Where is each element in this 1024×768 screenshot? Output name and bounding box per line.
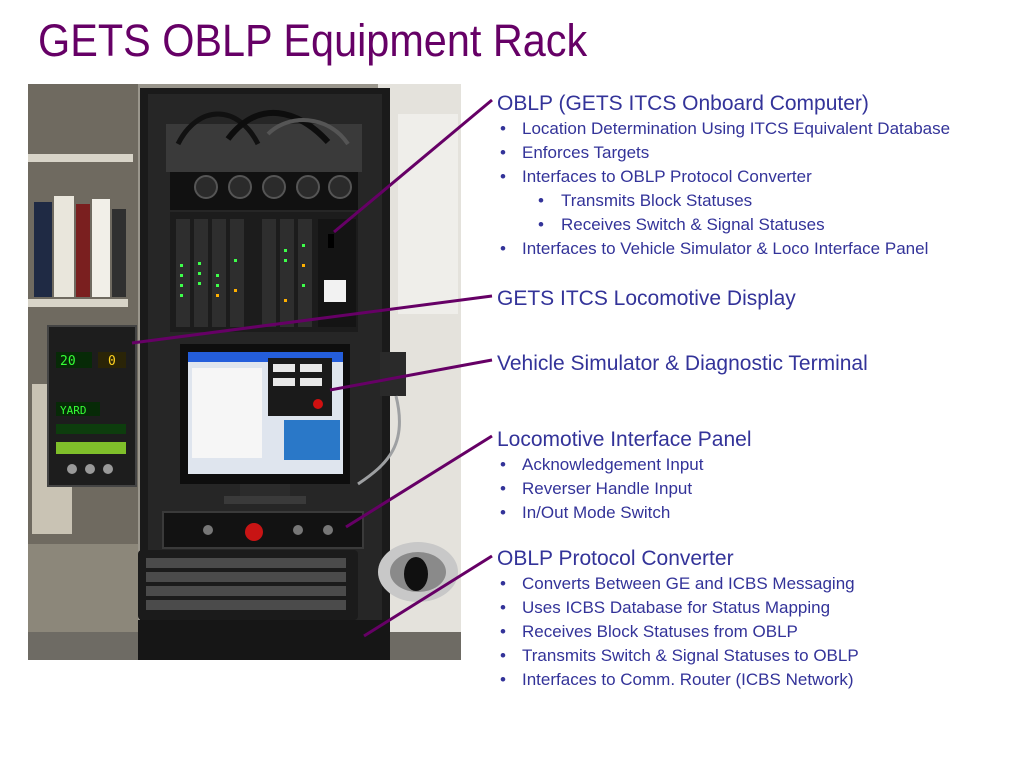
list-item: Interfaces to OBLP Protocol Converter <box>497 165 1012 189</box>
section-heading: Vehicle Simulator & Diagnostic Terminal <box>497 352 868 375</box>
list-item: Transmits Block Statuses <box>535 189 1012 213</box>
display-speed-right: 0 <box>108 354 116 369</box>
list-item: In/Out Mode Switch <box>497 501 1012 525</box>
slide-title: GETS OBLP Equipment Rack <box>38 15 588 66</box>
section-oblp: OBLP (GETS ITCS Onboard Computer) Locati… <box>497 91 1012 261</box>
bullet-list: Converts Between GE and ICBS Messaging U… <box>497 572 1012 692</box>
list-item: Uses ICBS Database for Status Mapping <box>497 596 1012 620</box>
list-item: Enforces Targets <box>497 141 1012 165</box>
equipment-rack-photo: 20 0 YARD <box>28 84 461 660</box>
section-interface-panel: Locomotive Interface Panel Acknowledgeme… <box>497 427 1012 525</box>
list-item: Interfaces to Vehicle Simulator & Loco I… <box>497 237 1012 261</box>
list-item: Interfaces to Comm. Router (ICBS Network… <box>497 668 1012 692</box>
list-item: Converts Between GE and ICBS Messaging <box>497 572 1012 596</box>
section-heading: OBLP Protocol Converter <box>497 547 734 570</box>
section-heading: OBLP (GETS ITCS Onboard Computer) <box>497 92 869 115</box>
bullet-list: Location Determination Using ITCS Equiva… <box>497 117 1012 261</box>
list-item: Acknowledgement Input <box>497 453 1012 477</box>
section-protocol-converter: OBLP Protocol Converter Converts Between… <box>497 546 1012 692</box>
section-heading: Locomotive Interface Panel <box>497 428 752 451</box>
list-item: Reverser Handle Input <box>497 477 1012 501</box>
section-vehicle-simulator: Vehicle Simulator & Diagnostic Terminal <box>497 351 1012 377</box>
display-mode-label: YARD <box>60 404 87 417</box>
list-item: Receives Switch & Signal Statuses <box>535 213 1012 237</box>
list-item: Transmits Switch & Signal Statuses to OB… <box>497 644 1012 668</box>
list-item: Receives Block Statuses from OBLP <box>497 620 1012 644</box>
section-locomotive-display: GETS ITCS Locomotive Display <box>497 286 1012 312</box>
section-heading: GETS ITCS Locomotive Display <box>497 287 796 310</box>
bullet-list: Acknowledgement Input Reverser Handle In… <box>497 453 1012 525</box>
display-speed-left: 20 <box>60 354 76 369</box>
list-item: Location Determination Using ITCS Equiva… <box>497 117 1012 141</box>
